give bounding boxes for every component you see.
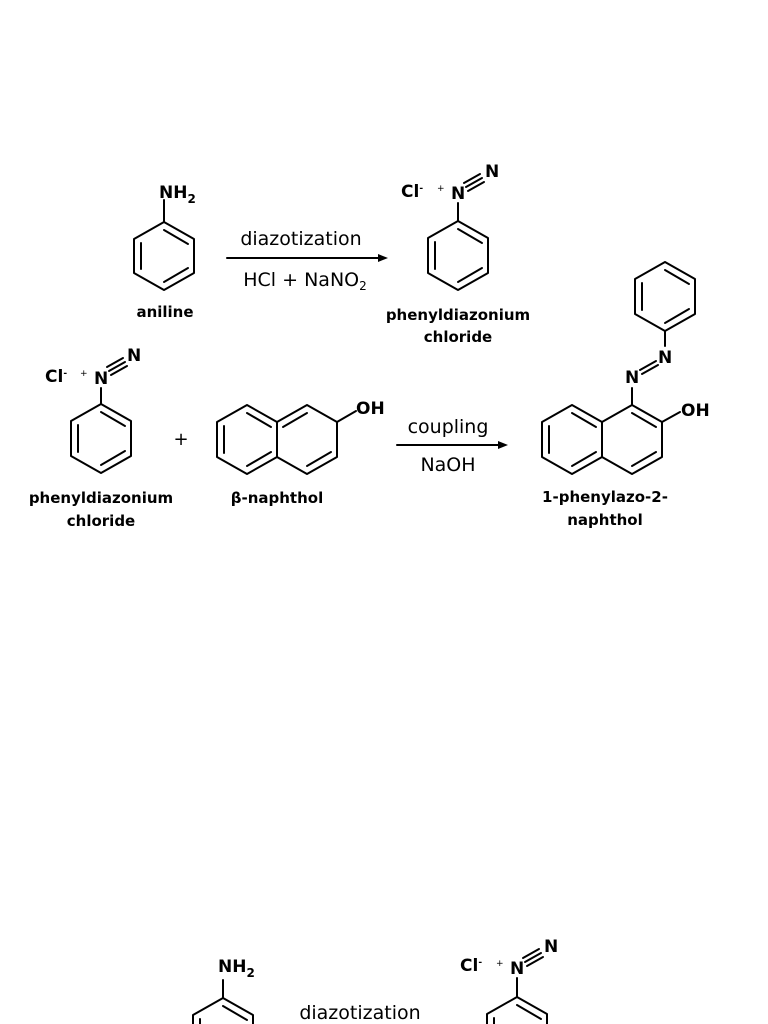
hydroxyl-group: OH xyxy=(681,401,710,421)
naphthalene-left-ring xyxy=(541,404,603,475)
benzene-ring xyxy=(427,220,489,291)
benzene-ring xyxy=(70,403,132,474)
triple-bond xyxy=(463,173,481,184)
chloride-ion: Cl- xyxy=(460,956,482,976)
chloride-ion: Cl- xyxy=(401,182,423,202)
diazotization-condition-2: diazotization xyxy=(299,1002,420,1024)
phenyldiazonium-structure-partial: Cl- + N N xyxy=(460,937,558,1024)
c-o-bond xyxy=(336,410,357,423)
phenylazo-label-line1: 1-phenylazo-2- xyxy=(542,488,668,506)
aniline-structure-partial: NH2 xyxy=(192,957,255,1024)
nitrogen-atom: N xyxy=(94,369,108,389)
arrowhead xyxy=(498,441,508,449)
triple-bond xyxy=(106,357,124,368)
nitrogen-atom: N xyxy=(544,937,558,957)
beta-naphthol-label: β-naphthol xyxy=(231,489,323,507)
azo-double-bond xyxy=(639,360,657,371)
double-bond xyxy=(516,1004,542,1020)
azo-double-bond xyxy=(641,364,659,375)
benzene-ring-partial xyxy=(192,997,254,1024)
double-bond xyxy=(246,412,272,428)
benzene-ring xyxy=(133,221,195,291)
naphthalene-right-ring xyxy=(601,404,663,475)
double-bond xyxy=(664,308,690,324)
double-bond xyxy=(631,412,657,428)
triple-bond xyxy=(526,956,544,967)
phenyldiazonium-label-1: phenyldiazonium xyxy=(386,306,530,324)
arrowhead xyxy=(378,254,388,262)
nitrogen-atom: N xyxy=(625,368,639,388)
nitrogen-atom: N xyxy=(451,184,465,204)
naphthalene-left-ring xyxy=(216,404,278,475)
nitrogen-atom: N xyxy=(127,346,141,366)
reagents-hcl-nano2: HCl + NaNO2 xyxy=(243,269,367,293)
double-bond xyxy=(163,267,189,283)
double-bond xyxy=(100,450,126,466)
phenyldiazonium-structure-1: Cl- + N N xyxy=(401,162,499,291)
c-o-bond xyxy=(661,411,681,423)
triple-bond xyxy=(108,361,126,372)
coupling-condition: coupling xyxy=(408,416,489,438)
phenylazo-label-line2: naphthol xyxy=(567,511,643,529)
double-bond xyxy=(457,228,483,244)
double-bond xyxy=(571,412,597,428)
naphthalene-right-ring xyxy=(276,404,338,475)
chloride-ion: Cl- xyxy=(45,367,67,387)
double-bond xyxy=(163,229,189,245)
double-bond xyxy=(306,451,332,467)
triple-bond xyxy=(524,952,542,963)
nitrogen-atom: N xyxy=(485,162,499,182)
double-bond xyxy=(246,451,272,467)
amino-group: NH2 xyxy=(159,183,196,206)
triple-bond xyxy=(522,948,540,959)
positive-charge: + xyxy=(437,184,445,194)
naoh-reagent: NaOH xyxy=(420,454,475,476)
chloride-label-1: chloride xyxy=(424,328,492,346)
phenylazo-naphthol-structure: N N OH xyxy=(541,261,710,475)
aniline-label: aniline xyxy=(136,303,193,321)
positive-charge: + xyxy=(80,369,88,379)
positive-charge: + xyxy=(496,959,504,969)
triple-bond xyxy=(110,365,128,376)
amino-group: NH2 xyxy=(218,957,255,980)
top-benzene-ring xyxy=(634,261,696,332)
phenyldiazonium-structure-2: Cl- + N N xyxy=(45,346,141,474)
triple-bond xyxy=(465,177,483,188)
phenyldiazonium-label-2: phenyldiazonium xyxy=(29,489,173,507)
benzene-ring-partial xyxy=(486,996,548,1024)
triple-bond xyxy=(467,181,485,192)
aniline-structure: NH2 xyxy=(133,183,196,291)
double-bond xyxy=(282,412,308,428)
double-bond xyxy=(631,451,657,467)
double-bond xyxy=(664,269,690,285)
double-bond xyxy=(100,411,126,427)
nitrogen-atom: N xyxy=(658,348,672,368)
double-bond xyxy=(457,267,483,283)
diazotization-condition: diazotization xyxy=(240,228,361,250)
plus-sign: + xyxy=(173,429,188,450)
beta-naphthol-structure: OH xyxy=(216,399,385,475)
hydroxyl-group: OH xyxy=(356,399,385,419)
double-bond xyxy=(571,451,597,467)
chloride-label-2: chloride xyxy=(67,512,135,530)
double-bond xyxy=(222,1005,248,1021)
nitrogen-atom: N xyxy=(510,959,524,979)
